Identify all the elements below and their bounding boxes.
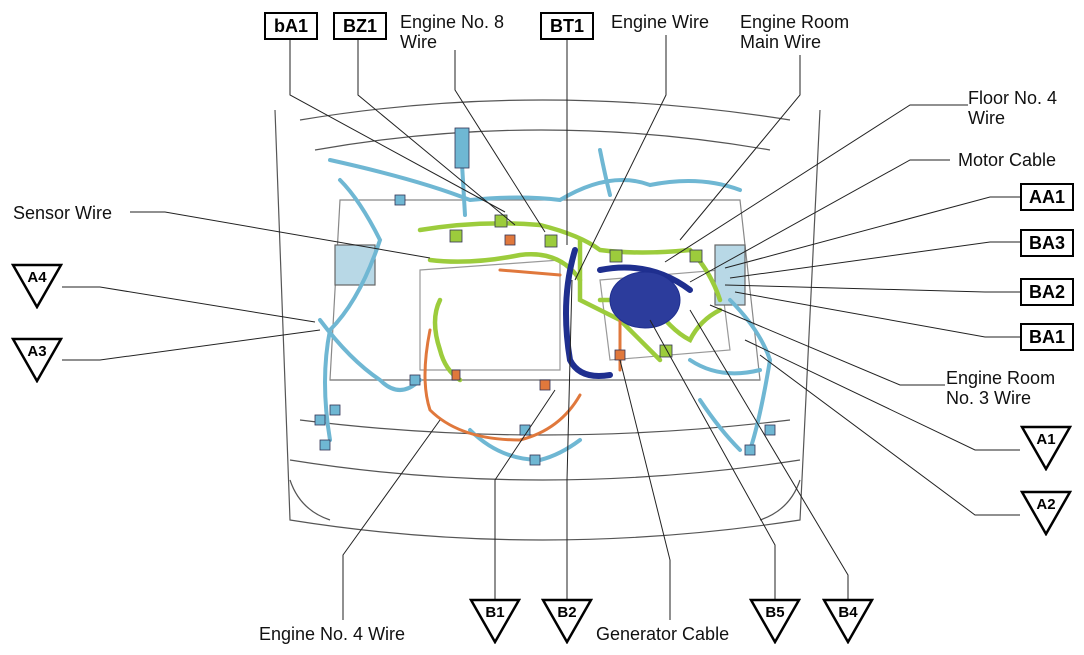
label-generator-cable: Generator Cable bbox=[596, 624, 730, 644]
code-BZ1: BZ1 bbox=[333, 12, 387, 40]
code-BA3: BA3 bbox=[1020, 229, 1074, 257]
label-motor-cable: Motor Cable bbox=[958, 150, 1057, 170]
triangle-B4: B4 bbox=[822, 598, 874, 644]
code-BA2: BA2 bbox=[1020, 278, 1074, 306]
triangle-A3: A3 bbox=[11, 337, 63, 383]
label-engine-wire: Engine Wire bbox=[611, 12, 710, 32]
triangle-A1: A1 bbox=[1020, 425, 1072, 471]
triangle-A4: A4 bbox=[11, 263, 63, 309]
label-engine-no4-wire: Engine No. 4 Wire bbox=[259, 624, 406, 644]
triangle-A2: A2 bbox=[1020, 490, 1072, 536]
triangle-B5: B5 bbox=[749, 598, 801, 644]
code-bA1: bA1 bbox=[264, 12, 318, 40]
label-sensor-wire: Sensor Wire bbox=[13, 203, 113, 223]
code-BT1: BT1 bbox=[540, 12, 594, 40]
code-BA1: BA1 bbox=[1020, 323, 1074, 351]
triangle-B2: B2 bbox=[541, 598, 593, 644]
triangle-B1: B1 bbox=[469, 598, 521, 644]
code-AA1: AA1 bbox=[1020, 183, 1074, 211]
